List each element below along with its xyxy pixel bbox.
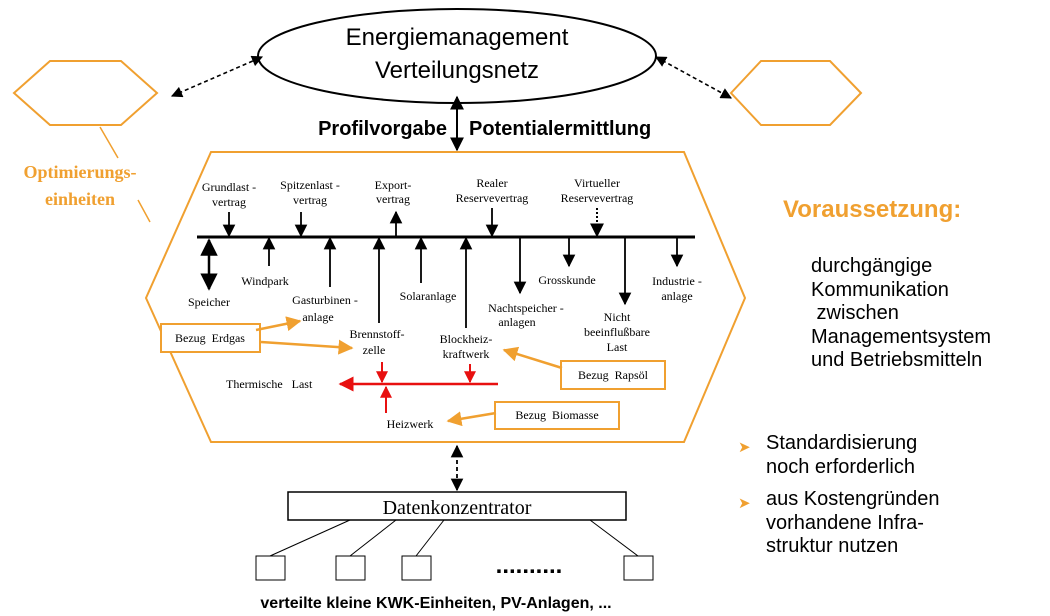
heizwerk-label: Heizwerk [387,417,434,431]
leaf-box-1 [255,555,286,581]
grundlast-label-2: vertrag [212,195,246,209]
voraussetzung-line-5: und Betriebsmitteln [811,349,983,371]
leaf-link-1 [269,519,351,557]
title-line1: Energiemanagement [346,24,569,51]
windpark-label: Windpark [241,274,289,288]
potentialermittlung-label: Potentialermittlung [469,118,651,140]
blockheiz-label-2: kraftwerk [443,347,490,361]
thermische-last-label: Thermische Last [226,377,313,391]
nachtspeicher-label-1: Nachtspeicher - [488,301,564,315]
spitzenlast-label-2: vertrag [293,193,327,207]
bullet-1-line-2: noch erforderlich [766,455,915,478]
voraussetzung-line-2: Kommunikation [811,278,949,301]
leaf-dots: .......... [496,552,563,579]
rapsoel-to-blockheiz-arrow [502,346,563,370]
nicht-label-1: Nicht [604,310,631,324]
bottom-caption: verteilte kleine KWK-Einheiten, PV-Anlag… [260,595,611,612]
erdgas-to-gasturbine-arrow [255,316,302,332]
export-label-2: vertrag [376,192,410,206]
optimierungs-label-1: Optimierungs- [23,162,136,182]
gasturbinen-label-1: Gasturbinen - [292,293,358,307]
brennstoff-label-2: zelle [363,343,386,357]
nicht-label-3: Last [607,340,628,354]
profilvorgabe-label: Profilvorgabe [318,118,447,140]
industrie-label-2: anlage [661,289,692,303]
erdgas-to-brennstoff-arrow [260,339,354,355]
leaf-box-3 [401,555,432,581]
voraussetzung-line-4: Managementsystem [811,325,992,348]
grundlast-label-1: Grundlast - [202,180,256,194]
voraussetzung-line-1: durchgängige [811,255,933,277]
leaf-link-2 [349,519,397,557]
virtueller-label-2: Reservevertrag [561,191,634,205]
bullet-arrow-icon: ➤ [738,439,751,456]
leaf-box-2 [335,555,366,581]
rapsoel-label: Bezug Rapsöl [578,368,649,382]
grosskunde-label: Grosskunde [538,273,595,287]
datenkonzentrator-label: Datenkonzentrator [383,497,532,519]
voraussetzung-text: durchgängige Kommunikation zwischen Mana… [811,255,991,373]
left-hexagon [12,60,159,126]
datenkonzentrator-box [287,491,627,521]
dashed-link-left [170,55,264,98]
title-line2: Verteilungsnetz [375,57,539,84]
label-connector-top [99,126,119,159]
blockheiz-label-1: Blockheiz- [440,332,493,346]
label-connector-bottom [137,199,151,223]
gasturbinen-label-2: anlage [302,310,333,324]
spitzenlast-label-1: Spitzenlast - [280,178,340,192]
nicht-label-2: beeinflußbare [584,325,650,339]
right-hexagon [729,60,863,126]
speicher-label: Speicher [188,295,230,309]
realer-label-1: Realer [476,176,507,190]
industrie-label-1: Industrie - [652,274,702,288]
nachtspeicher-label-2: anlagen [498,315,535,329]
brennstoff-label-1: Brennstoff- [349,327,404,341]
biomasse-box [494,401,620,430]
erdgas-box [160,323,261,353]
biomasse-to-heizwerk-arrow [446,411,497,427]
bullet-2-line-3: struktur nutzen [766,535,899,557]
bullet-2-line-1: aus Kostengründen [766,488,940,510]
leaf-link-3 [415,519,445,557]
solaranlage-label: Solaranlage [400,289,457,303]
leaf-box-4 [623,555,654,581]
voraussetzung-heading: Voraussetzung: [783,196,962,223]
realer-label-2: Reservevertrag [456,191,529,205]
biomasse-label: Bezug Biomasse [515,408,598,422]
rapsoel-box [560,360,666,390]
export-label-1: Export- [375,178,412,192]
dashed-link-right [655,56,732,99]
bullet-arrow-icon: ➤ [738,495,751,512]
voraussetzung-line-3: zwischen [811,302,899,324]
bullet-2-line-2: vorhandene Infra- [766,511,924,534]
optimierungs-label-2: einheiten [45,189,115,209]
bullet-1-line-1: Standardisierung [766,432,918,454]
leaf-link-4 [589,519,639,557]
erdgas-label: Bezug Erdgas [175,331,245,345]
virtueller-label-1: Virtueller [574,176,620,190]
